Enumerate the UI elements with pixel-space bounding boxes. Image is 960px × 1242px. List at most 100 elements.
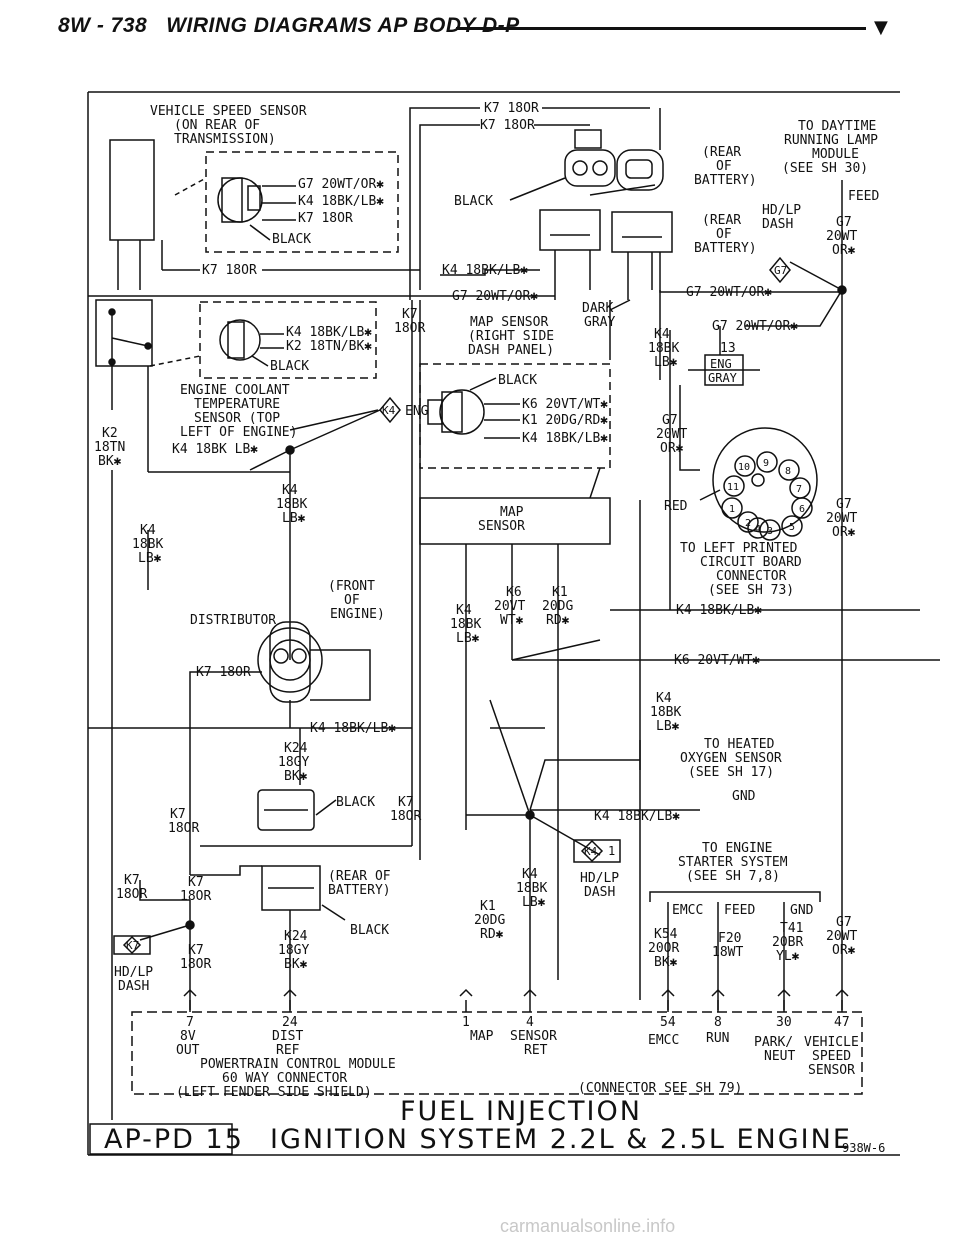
battery-connectors bbox=[509, 108, 673, 300]
pin-circles bbox=[721, 451, 813, 541]
feed-label: FEED bbox=[724, 903, 755, 918]
ect-k4-tag: K4 bbox=[382, 404, 396, 417]
k54-c: BK✱ bbox=[654, 955, 678, 970]
k24-l-b: 18GY bbox=[278, 943, 309, 958]
g7-eng-a: G7 bbox=[662, 413, 678, 428]
ect-label-3: SENSOR (TOP bbox=[194, 411, 280, 426]
k54-b: 20OR bbox=[648, 941, 679, 956]
pcm-sens: SENSOR bbox=[808, 1063, 855, 1078]
f20-a: F20 bbox=[718, 931, 741, 946]
k24-a: K24 bbox=[284, 741, 308, 756]
map-black: BLACK bbox=[498, 373, 537, 388]
pcm-pin-8: 8 bbox=[714, 1015, 722, 1030]
map-wire-3: K4 18BK/LB✱ bbox=[522, 431, 608, 446]
k4-left-a: K4 bbox=[140, 523, 156, 538]
k2-label-c: BK✱ bbox=[98, 454, 122, 469]
k7-dist: K7 18OR bbox=[196, 665, 251, 680]
hd-lp-1: HD/LP bbox=[114, 965, 153, 980]
coolant-temp-sensor bbox=[95, 299, 401, 1120]
k4-right-c: LB✱ bbox=[656, 719, 680, 734]
k7-lm-a: K7 bbox=[188, 875, 204, 890]
header-rule bbox=[456, 27, 866, 30]
k7-ect-b: 18OR bbox=[394, 321, 425, 336]
hdlp-l-2: DASH bbox=[584, 885, 615, 900]
k4-right-line: K4 18BK/LB✱ bbox=[676, 603, 762, 618]
vss-label-3: TRANSMISSION) bbox=[174, 132, 276, 147]
k4-eng-c: LB✱ bbox=[654, 355, 678, 370]
k4-eng-b: 18BK bbox=[648, 341, 679, 356]
watermark: carmanualsonline.info bbox=[500, 1216, 676, 1236]
k4-tag-lower: K4 bbox=[584, 845, 598, 858]
k1-b: 20DG bbox=[542, 599, 573, 614]
pin-numbers: 10 9 8 11 7 1 6 2 5 3 4 bbox=[727, 458, 805, 537]
k4-dist-c: LB✱ bbox=[282, 511, 306, 526]
front-1: (FRONT bbox=[328, 579, 375, 594]
g7-r-a: G7 bbox=[836, 497, 852, 512]
g7-tag-top: G7 bbox=[774, 264, 787, 277]
rear-of-2: BATTERY) bbox=[328, 883, 391, 898]
pcm-map: MAP bbox=[470, 1029, 494, 1044]
rear-battery-b3: BATTERY) bbox=[694, 241, 757, 256]
ect-k4-line: K4 18BK LB✱ bbox=[172, 442, 258, 457]
rear-battery-2: OF bbox=[716, 159, 732, 174]
starter-2: STARTER SYSTEM bbox=[678, 855, 788, 870]
k4-tag-num: 1 bbox=[608, 844, 615, 858]
black-lower-2: BLACK bbox=[350, 923, 389, 938]
k1-l-c: RD✱ bbox=[480, 927, 504, 942]
k4-dist-b: 18BK bbox=[276, 497, 307, 512]
map-wire-1: K6 20VT/WT✱ bbox=[522, 397, 608, 412]
g7-l-a: G7 bbox=[836, 915, 852, 930]
k54-a: K54 bbox=[654, 927, 678, 942]
k7-lower-b: 18OR bbox=[168, 821, 199, 836]
drl-1: TO DAYTIME bbox=[798, 119, 876, 134]
k7-ll-a: K7 bbox=[124, 873, 140, 888]
footer-title-1: FUEL INJECTION bbox=[400, 1096, 642, 1127]
ect-wire-2: K2 18TN/BK✱ bbox=[286, 339, 372, 354]
k2-label-b: 18TN bbox=[94, 440, 125, 455]
code-box bbox=[89, 1123, 233, 1155]
pcb-1: TO LEFT PRINTED bbox=[680, 541, 798, 556]
k4-right-b: 18BK bbox=[650, 705, 681, 720]
lower-connectors bbox=[139, 300, 413, 1010]
ect-label-2: TEMPERATURE bbox=[194, 397, 280, 412]
hd-lp-2: DASH bbox=[118, 979, 149, 994]
pcm-connector bbox=[131, 988, 863, 1095]
k6-right-line: K6 20VT/WT✱ bbox=[674, 653, 760, 668]
distributor bbox=[88, 621, 412, 860]
pin-10: 10 bbox=[738, 462, 750, 473]
k4-top-line: K4 18BK/LB✱ bbox=[442, 263, 528, 278]
k7-top-2: K7 18OR bbox=[480, 118, 535, 133]
vss-label-2: (ON REAR OF bbox=[174, 118, 260, 133]
k4-right-a: K4 bbox=[656, 691, 672, 706]
k6-a: K6 bbox=[506, 585, 522, 600]
map-wire-2: K1 20DG/RD✱ bbox=[522, 413, 608, 428]
o2-2: OXYGEN SENSOR bbox=[680, 751, 782, 766]
pcm-pin-7: 7 bbox=[186, 1015, 194, 1030]
t41-a: T41 bbox=[780, 921, 803, 936]
hdlp-top-2: DASH bbox=[762, 217, 793, 232]
pcm-pin-24: 24 bbox=[282, 1015, 298, 1030]
footer-code: AP-PD 15 bbox=[104, 1124, 244, 1155]
black-label-top: BLACK bbox=[454, 194, 493, 209]
rear-battery-b1: (REAR bbox=[702, 213, 741, 228]
vss-wire-1: G7 20WT/OR✱ bbox=[298, 177, 384, 192]
g7-l-b: 20WT bbox=[826, 929, 857, 944]
rear-battery-b2: OF bbox=[716, 227, 732, 242]
g7-splice-top bbox=[659, 180, 847, 1010]
top-wires bbox=[88, 107, 650, 300]
ect-eng-label: ENG bbox=[405, 404, 429, 419]
k6-c: WT✱ bbox=[500, 613, 524, 628]
k7-lb-a: K7 bbox=[188, 943, 204, 958]
pcm-emcc: EMCC bbox=[648, 1033, 679, 1048]
f20-b: 18WT bbox=[712, 945, 743, 960]
map-label-3: DASH PANEL) bbox=[468, 343, 554, 358]
o2-1: TO HEATED bbox=[704, 737, 775, 752]
pcb-2: CIRCUIT BOARD bbox=[700, 555, 802, 570]
eng-label: ENG bbox=[710, 357, 732, 371]
drl-4: (SEE SH 30) bbox=[782, 161, 868, 176]
pin-4: 4 bbox=[755, 524, 761, 535]
vss-wire-3: K7 18OR bbox=[298, 211, 353, 226]
black-lower: BLACK bbox=[336, 795, 375, 810]
hdlp-l-1: HD/LP bbox=[580, 871, 619, 886]
